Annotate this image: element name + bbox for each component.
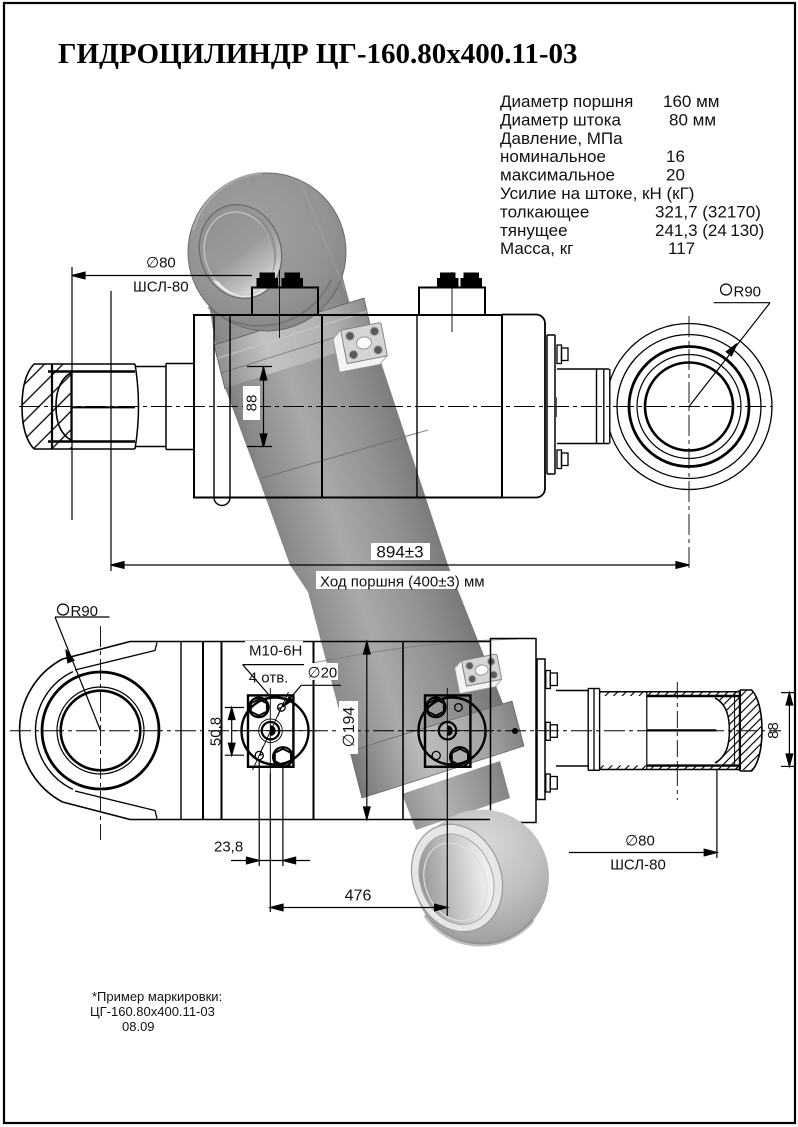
svg-text:ШСЛ-80: ШСЛ-80 [133, 279, 189, 296]
svg-text:ЦГ-160.80х400.11-03: ЦГ-160.80х400.11-03 [90, 1004, 215, 1019]
svg-text:Масса, кг: Масса, кг [500, 239, 573, 258]
svg-text:16: 16 [666, 147, 685, 166]
svg-text:Ход поршня (400±3) мм: Ход поршня (400±3) мм [320, 574, 485, 591]
svg-text:117: 117 [668, 239, 695, 258]
svg-text:R90: R90 [71, 603, 99, 620]
svg-text:88: 88 [244, 395, 261, 412]
svg-text:∅194: ∅194 [341, 707, 358, 748]
svg-text:максимальное: максимальное [500, 166, 615, 185]
svg-text:R90: R90 [734, 284, 762, 301]
svg-text:тянущее: тянущее [500, 221, 568, 240]
svg-text:50,8: 50,8 [208, 717, 225, 746]
svg-text:321,7 (32170): 321,7 (32170) [655, 202, 761, 221]
svg-text:∅80: ∅80 [625, 833, 655, 850]
svg-text:88: 88 [765, 722, 782, 739]
svg-text:20: 20 [666, 166, 685, 185]
svg-text:160 мм: 160 мм [663, 92, 719, 111]
svg-text:толкающее: толкающее [500, 202, 589, 221]
svg-text:Давление, МПа: Давление, МПа [500, 129, 623, 148]
svg-text:241,3 (24 130): 241,3 (24 130) [655, 221, 764, 240]
svg-text:*Пример маркировки:: *Пример маркировки: [92, 989, 222, 1004]
svg-text:08.09: 08.09 [122, 1019, 155, 1034]
svg-text:476: 476 [345, 888, 372, 905]
svg-text:∅20: ∅20 [308, 665, 338, 682]
svg-text:ШСЛ-80: ШСЛ-80 [610, 857, 666, 874]
svg-text:80 мм: 80 мм [669, 110, 716, 129]
svg-text:Диаметр поршня: Диаметр поршня [500, 92, 633, 111]
svg-text:∅80: ∅80 [146, 255, 176, 272]
svg-text:номинальное: номинальное [500, 147, 606, 166]
svg-text:4 отв.: 4 отв. [249, 670, 289, 687]
svg-text:Диаметр штока: Диаметр штока [500, 110, 622, 129]
svg-text:Усилие на штоке, кН (кГ): Усилие на штоке, кН (кГ) [500, 184, 694, 203]
svg-text:894±3: 894±3 [376, 543, 423, 562]
svg-text:М10-6Н: М10-6Н [249, 643, 302, 660]
svg-text:23,8: 23,8 [214, 839, 243, 856]
svg-text:ГИДРОЦИЛИНДР ЦГ-160.80х400.11-: ГИДРОЦИЛИНДР ЦГ-160.80х400.11-03 [58, 38, 578, 70]
